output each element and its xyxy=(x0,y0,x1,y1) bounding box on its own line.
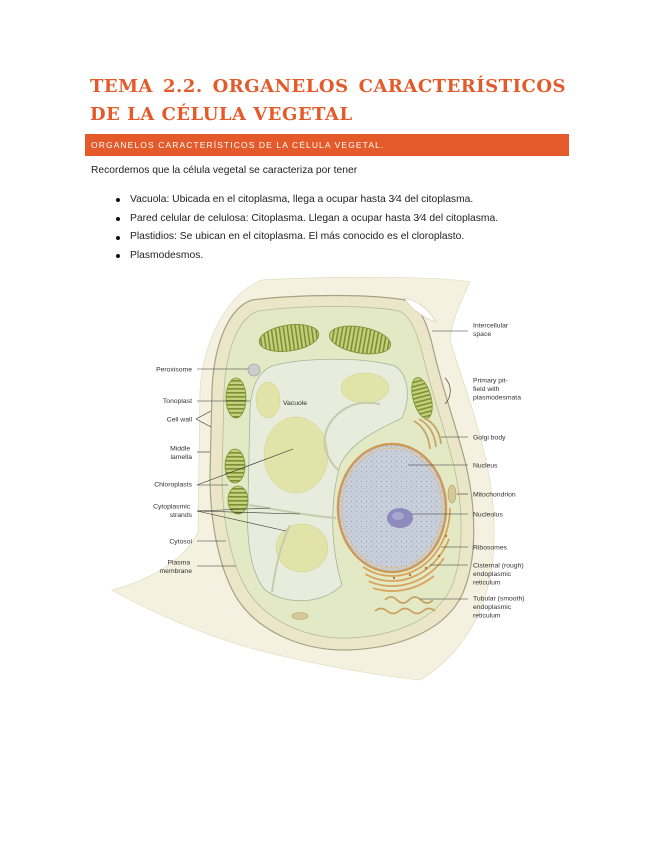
cytoplasmic-strand xyxy=(323,401,381,471)
list-item: Pared celular de celulosa: Citoplasma. L… xyxy=(112,210,498,229)
label-plasma-membrane: Plasma membrane xyxy=(160,560,193,576)
plant-cell-diagram: Vacuole Peroxisome Tonoplast Cell wall M… xyxy=(111,276,526,681)
label-tonoplast: Tonoplast xyxy=(163,398,192,405)
label-peroxisome: Peroxisome xyxy=(156,367,192,374)
page-title-line-1: TEMA 2.2. ORGANELOS CARACTERÍSTICOS xyxy=(90,76,566,97)
bullet-dot xyxy=(116,235,120,240)
leader-line xyxy=(196,448,294,486)
section-banner-text: ORGANELOS CARACTERÍSTICOS DE LA CÉLULA V… xyxy=(91,140,385,150)
nucleus xyxy=(336,442,448,574)
label-primary-pit-field: Primary pit- field with plasmodesmata xyxy=(473,378,521,402)
mitochondrion xyxy=(447,484,457,504)
chloroplast xyxy=(328,325,392,355)
label-golgi-body: Golgi body xyxy=(473,435,506,442)
label-cytoplasmic-strands: Cytoplasmic strands xyxy=(153,504,192,520)
label-rough-er: Cisternal (rough) endoplasmic reticulum xyxy=(473,563,526,587)
nuclear-envelope xyxy=(341,447,443,569)
chloroplast xyxy=(227,485,249,515)
leader-line xyxy=(196,510,301,515)
vacuole-inclusion xyxy=(263,416,329,494)
page-title-line-2: DE LA CÉLULA VEGETAL xyxy=(90,104,353,125)
list-item: Plastidios: Se ubican en el citoplasma. … xyxy=(112,228,498,247)
pit-field-bracket xyxy=(444,377,451,405)
section-banner: ORGANELOS CARACTERÍSTICOS DE LA CÉLULA V… xyxy=(85,134,569,156)
leader-line xyxy=(196,507,271,512)
intro-paragraph: Recordemos que la célula vegetal se cara… xyxy=(91,165,358,176)
list-item-text: Pared celular de celulosa: Citoplasma. L… xyxy=(130,212,499,224)
bullet-dot xyxy=(116,198,120,203)
cytoplasmic-strand xyxy=(248,504,337,519)
label-mitochondrion: Mitochondrion xyxy=(473,492,516,499)
list-item: Plasmodesmos. xyxy=(112,247,498,266)
rough-endoplasmic-reticulum xyxy=(362,507,451,592)
label-cytosol: Cytosol xyxy=(169,539,192,546)
label-intercellular-space: Intercellular space xyxy=(473,323,510,339)
label-nucleus: Nucleus xyxy=(473,463,498,470)
label-nucleolus: Nucleolus xyxy=(473,512,503,519)
label-smooth-er: Tubular (smooth) endoplasmic reticulum xyxy=(473,596,526,620)
vacuole-inclusion xyxy=(275,523,329,573)
cytoplasmic-strand xyxy=(271,524,291,593)
nucleolus-core xyxy=(392,512,404,520)
leader-line xyxy=(195,410,212,420)
vacuole-inclusion xyxy=(340,372,390,404)
bullet-list: Vacuola: Ubicada en el citoplasma, llega… xyxy=(112,191,498,266)
list-item-text: Vacuola: Ubicada en el citoplasma, llega… xyxy=(130,194,474,205)
label-ribosomes: Ribosomes xyxy=(473,545,508,552)
list-item-text: Plasmodesmos. xyxy=(130,250,204,262)
leader-line xyxy=(195,418,212,428)
label-middle-lamella: Middle lamella xyxy=(170,446,192,462)
list-item-text: Plastidios: Se ubican en el citoplasma. … xyxy=(130,231,465,243)
leader-line xyxy=(196,510,287,532)
bullet-dot xyxy=(116,217,120,222)
chloroplast xyxy=(225,377,247,419)
label-cell-wall: Cell wall xyxy=(167,417,193,424)
chloroplast xyxy=(224,448,246,484)
vacuole-inclusion xyxy=(255,381,281,419)
ribosomes xyxy=(392,534,448,580)
bullet-dot xyxy=(116,254,120,259)
label-vacuole: Vacuole xyxy=(283,400,307,407)
label-chloroplasts: Chloroplasts xyxy=(154,482,192,489)
list-item: Vacuola: Ubicada en el citoplasma, llega… xyxy=(112,191,498,210)
chloroplast xyxy=(258,324,320,352)
smooth-endoplasmic-reticulum xyxy=(374,596,436,615)
intercellular-space xyxy=(403,297,437,323)
golgi-body xyxy=(413,417,442,450)
peroxisome xyxy=(247,363,261,377)
chloroplast xyxy=(411,377,433,419)
mitochondrion xyxy=(291,612,309,620)
